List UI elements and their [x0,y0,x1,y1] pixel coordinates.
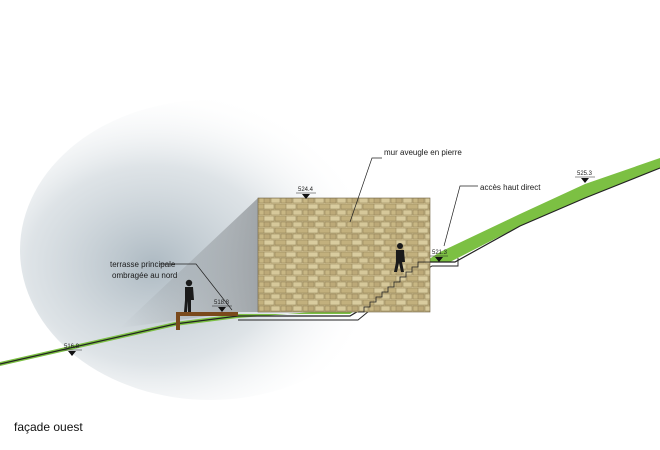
drawing-caption: façade ouest [14,420,83,434]
staircase [358,261,446,313]
person-terrace-icon [184,279,194,312]
svg-text:521.3: 521.3 [432,250,448,256]
terrace-post [176,312,180,330]
svg-text:525.3: 525.3 [577,171,593,177]
terrace-deck [176,312,238,316]
person-stairs-icon [394,243,405,272]
annotation-access: accès haut direct [443,183,541,247]
svg-text:516.8: 516.8 [64,344,80,350]
annotation-terrace: terrasse principale ombragée au nord [110,260,233,311]
svg-text:mur aveugle en pierre: mur aveugle en pierre [384,148,462,157]
shadow-wedge [120,198,258,328]
svg-text:524.4: 524.4 [298,187,314,193]
svg-text:terrasse principale: terrasse principale [110,260,176,269]
level-marker-upper-landing: 521.3 [430,250,448,262]
level-marker-ground-low: 516.8 [62,344,82,356]
svg-text:518.8: 518.8 [214,300,230,306]
level-marker-ground-high: 525.3 [575,171,595,183]
svg-text:ombragée au nord: ombragée au nord [112,271,177,280]
annotation-wall: mur aveugle en pierre [349,148,462,223]
svg-text:accès haut direct: accès haut direct [480,183,541,192]
level-marker-wall-top: 524.4 [296,187,316,199]
